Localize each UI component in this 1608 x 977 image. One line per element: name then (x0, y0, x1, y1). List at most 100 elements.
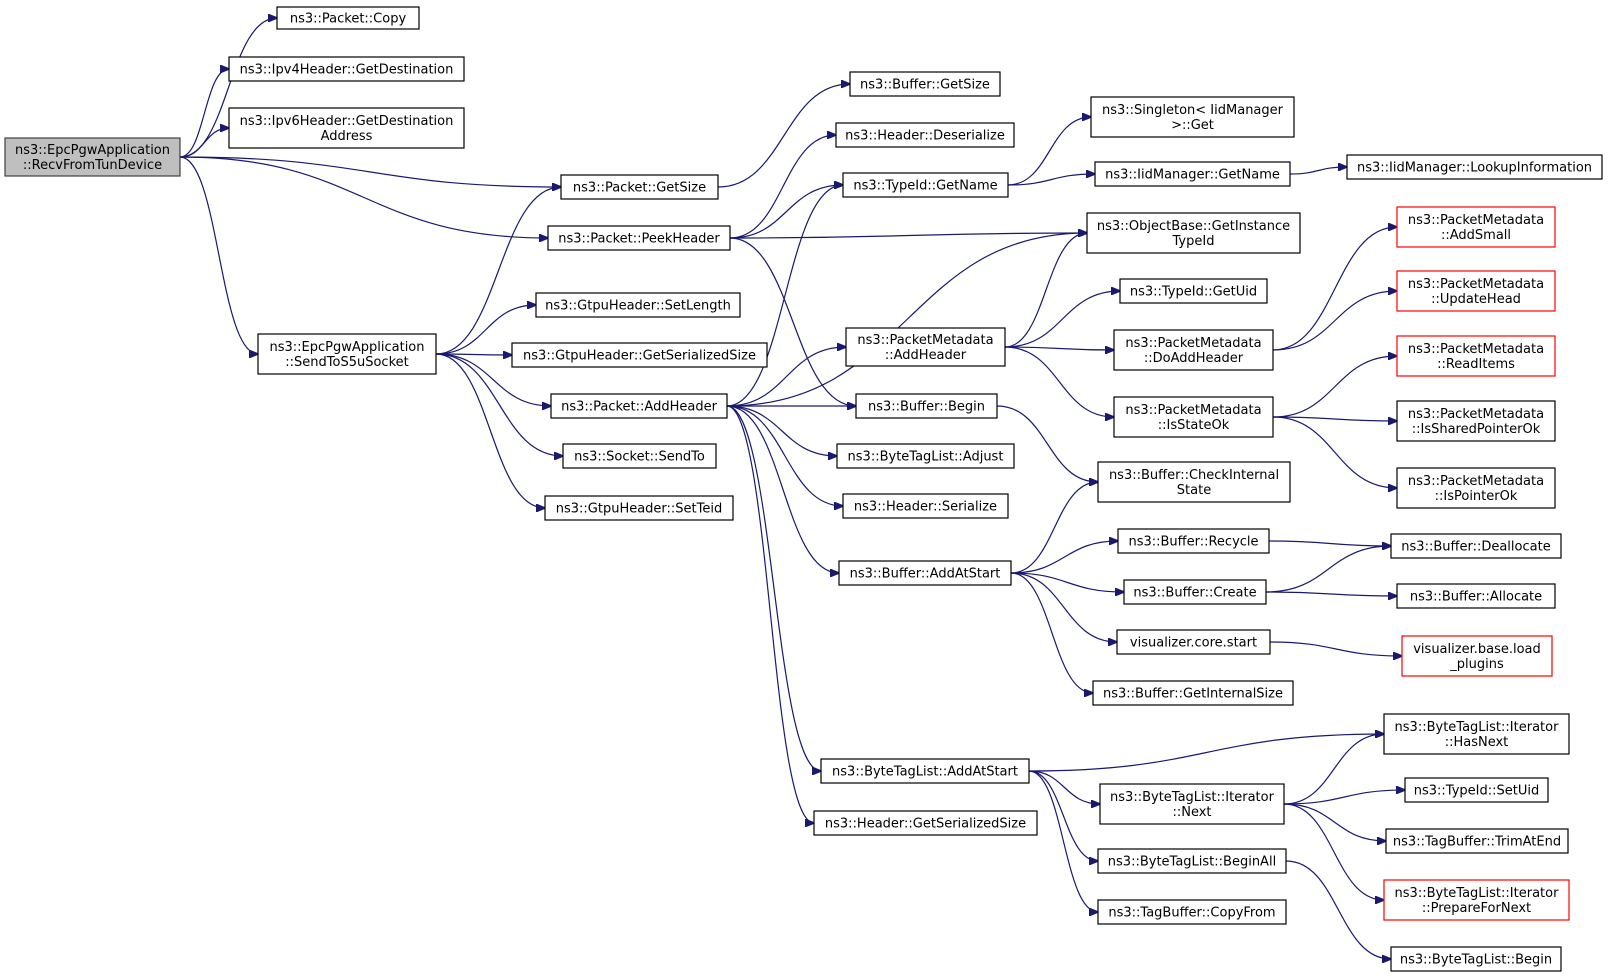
node-tidname[interactable]: ns3::TypeId::GetName (842, 172, 1009, 198)
node-label: ns3::Buffer::GetInternalSize (1103, 687, 1283, 702)
node-gtpsetteid[interactable]: ns3::GtpuHeader::SetTeid (544, 495, 734, 521)
edge-ppeek-to-objgettid (729, 233, 1087, 239)
node-baddstart[interactable]: ns3::Buffer::AddAtStart (838, 560, 1012, 586)
node-box (1092, 680, 1294, 706)
node-btlnext[interactable]: ns3::ByteTagList::Iterator::Next (1099, 783, 1285, 825)
node-balloc[interactable]: ns3::Buffer::Allocate (1396, 583, 1556, 609)
node-pcopy[interactable]: ns3::Packet::Copy (276, 6, 420, 30)
node-btlbegin[interactable]: ns3::ByteTagList::Begin (1390, 946, 1562, 972)
node-pmaddheader[interactable]: ns3::PacketMetadata::AddHeader (845, 327, 1006, 367)
node-box (1097, 899, 1287, 925)
node-ppeek[interactable]: ns3::Packet::PeekHeader (547, 225, 731, 251)
node-box (1390, 533, 1562, 559)
node-bcreate[interactable]: ns3::Buffer::Create (1123, 579, 1267, 605)
node-box (257, 333, 437, 375)
node-label: ns3::Singleton< IidManager (1102, 103, 1284, 118)
node-label: ::RecvFromTunDevice (23, 158, 162, 173)
node-label: ::HasNext (1445, 735, 1509, 750)
edge-btlnext-to-tbtrim (1283, 803, 1386, 841)
node-btlprepare[interactable]: ns3::ByteTagList::Iterator::PrepareForNe… (1383, 879, 1570, 921)
node-bgetsize[interactable]: ns3::Buffer::GetSize (849, 71, 1001, 97)
edge-paddheader-to-pmaddheader (726, 347, 846, 407)
node-box (228, 107, 465, 149)
node-box (1396, 270, 1556, 312)
node-btlhasnext[interactable]: ns3::ByteTagList::Iterator::HasNext (1383, 713, 1570, 755)
node-label: ns3::ByteTagList::AddAtStart (832, 765, 1018, 780)
node-pmreaditems[interactable]: ns3::PacketMetadata::ReadItems (1396, 335, 1556, 377)
node-iidlookup[interactable]: ns3::IidManager::LookupInformation (1346, 154, 1603, 180)
node-pmstateok[interactable]: ns3::PacketMetadata::IsStateOk (1113, 396, 1274, 438)
node-box (1383, 713, 1570, 755)
edge-recv-to-sends5u (179, 156, 258, 354)
node-label: ns3::ByteTagList::Iterator (1395, 886, 1560, 901)
node-hdeser[interactable]: ns3::Header::Deserialize (835, 122, 1015, 148)
node-tbcopy[interactable]: ns3::TagBuffer::CopyFrom (1097, 899, 1287, 925)
node-label: >::Get (1171, 118, 1214, 133)
node-box (1094, 161, 1291, 187)
node-recv[interactable]: ns3::EpcPgwApplication::RecvFromTunDevic… (4, 137, 181, 177)
node-label: ns3::Header::GetSerializedSize (825, 817, 1026, 832)
node-hser[interactable]: ns3::Header::Serialize (842, 493, 1009, 519)
node-box (1086, 212, 1301, 254)
edge-bcreate-to-bdealloc (1265, 546, 1391, 593)
node-bdealloc[interactable]: ns3::Buffer::Deallocate (1390, 533, 1562, 559)
node-socksend[interactable]: ns3::Socket::SendTo (562, 443, 717, 469)
node-box (228, 56, 465, 82)
edge-pmstateok-to-pmsharedok (1272, 416, 1397, 421)
node-tbtrim[interactable]: ns3::TagBuffer::TrimAtEnd (1385, 828, 1569, 854)
node-label: ns3::PacketMetadata (1408, 277, 1544, 292)
edge-brecycle-to-bdealloc (1268, 540, 1391, 546)
edge-pmstateok-to-pmpointerok (1272, 416, 1397, 488)
node-bgetinternal[interactable]: ns3::Buffer::GetInternalSize (1092, 680, 1294, 706)
node-paddheader[interactable]: ns3::Packet::AddHeader (550, 393, 728, 419)
node-iidgetname[interactable]: ns3::IidManager::GetName (1094, 161, 1291, 187)
node-pmaddsmall[interactable]: ns3::PacketMetadata::AddSmall (1396, 206, 1556, 248)
node-label: ns3::TypeId::GetName (853, 179, 997, 194)
node-btladdstart[interactable]: ns3::ByteTagList::AddAtStart (820, 758, 1030, 784)
node-box (1119, 278, 1268, 304)
node-label: ::AddHeader (885, 348, 967, 363)
edge-recv-to-pgetsize (179, 156, 561, 187)
node-label: ns3::GtpuHeader::SetTeid (556, 502, 723, 517)
node-vizload[interactable]: visualizer.base.load_plugins (1401, 635, 1553, 677)
edge-paddheader-to-baddstart (726, 405, 839, 573)
edge-recv-to-ipv4dest (179, 69, 229, 158)
node-gtpsetlen[interactable]: ns3::GtpuHeader::SetLength (535, 292, 741, 318)
node-pmpointerok[interactable]: ns3::PacketMetadata::IsPointerOk (1396, 467, 1556, 509)
node-tidsetuid[interactable]: ns3::TypeId::SetUid (1404, 777, 1549, 803)
node-btlbeginall[interactable]: ns3::ByteTagList::BeginAll (1097, 848, 1287, 874)
node-hgetser[interactable]: ns3::Header::GetSerializedSize (813, 810, 1038, 836)
edge-baddstart-to-bcreate (1010, 572, 1124, 592)
node-bbegin[interactable]: ns3::Buffer::Begin (855, 393, 998, 419)
node-label: ns3::Header::Deserialize (845, 129, 1005, 144)
edge-bbegin-to-bcheck (996, 405, 1098, 482)
node-vizstart[interactable]: visualizer.core.start (1116, 629, 1271, 655)
node-brecycle[interactable]: ns3::Buffer::Recycle (1117, 528, 1270, 554)
node-pgetsize[interactable]: ns3::Packet::GetSize (560, 174, 719, 200)
node-box (1396, 583, 1556, 609)
node-label: ns3::Buffer::CheckInternal (1109, 468, 1279, 483)
node-sends5u[interactable]: ns3::EpcPgwApplication::SendToS5uSocket (257, 333, 437, 375)
node-label: ns3::GtpuHeader::SetLength (545, 299, 731, 314)
node-pmdoadd[interactable]: ns3::PacketMetadata::DoAddHeader (1113, 329, 1274, 371)
node-ipv4dest[interactable]: ns3::Ipv4Header::GetDestination (228, 56, 465, 82)
node-btladjust[interactable]: ns3::ByteTagList::Adjust (836, 443, 1015, 469)
edge-vizstart-to-vizload (1269, 641, 1402, 656)
node-label: State (1177, 483, 1211, 498)
node-pmsharedok[interactable]: ns3::PacketMetadata::IsSharedPointerOk (1396, 400, 1556, 442)
node-pmupdatehead[interactable]: ns3::PacketMetadata::UpdateHead (1396, 270, 1556, 312)
node-gtpgetser[interactable]: ns3::GtpuHeader::GetSerializedSize (511, 342, 768, 368)
node-label: ns3::Buffer::Begin (868, 400, 985, 415)
edge-sends5u-to-paddheader (435, 353, 551, 406)
node-label: ns3::PacketMetadata (1408, 407, 1544, 422)
node-label: ns3::PacketMetadata (1125, 336, 1261, 351)
node-box (4, 137, 181, 177)
node-singleton[interactable]: ns3::Singleton< IidManager>::Get (1090, 96, 1295, 138)
node-label: ::DoAddHeader (1144, 351, 1244, 366)
edge-baddstart-to-vizstart (1010, 572, 1117, 642)
node-tidgetuid[interactable]: ns3::TypeId::GetUid (1119, 278, 1268, 304)
node-box (1401, 635, 1553, 677)
